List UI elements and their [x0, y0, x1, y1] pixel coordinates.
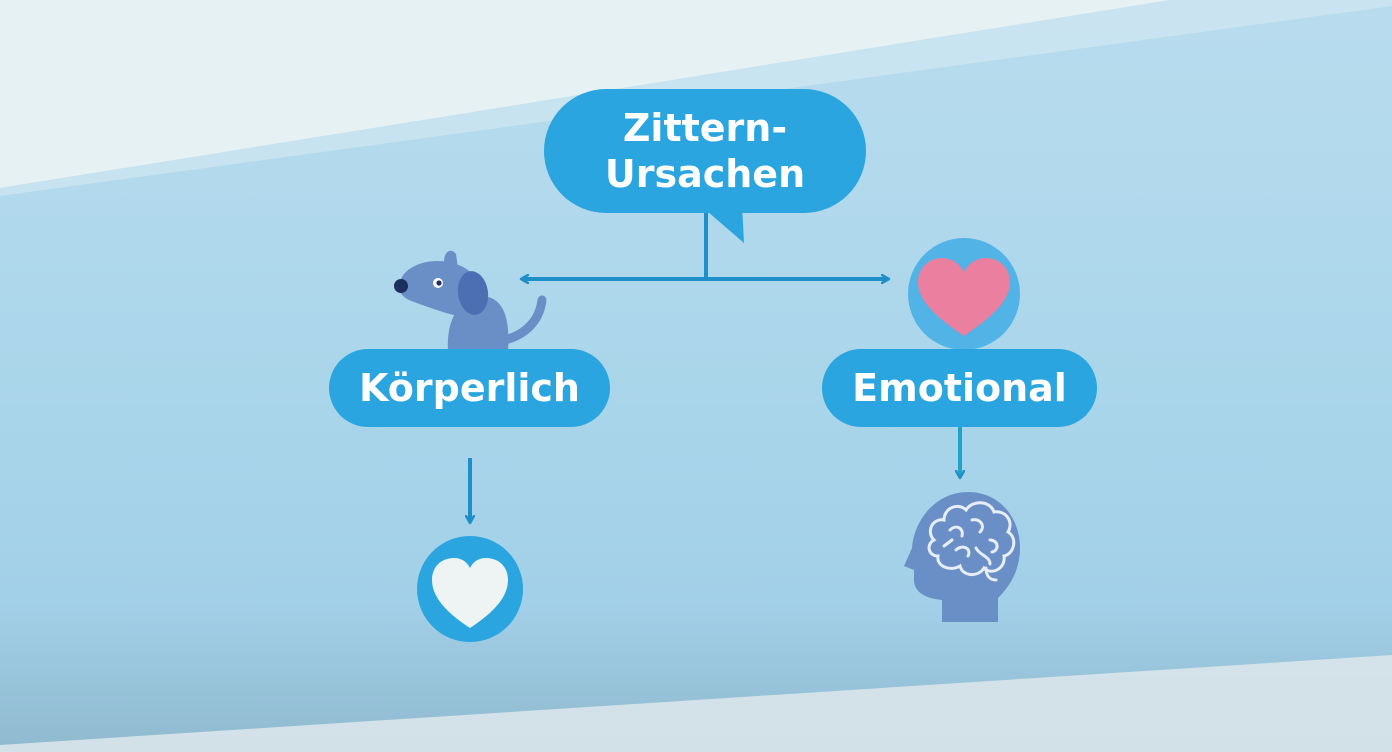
node-emotional-label: Emotional: [852, 366, 1067, 410]
node-physical: Körperlich: [329, 349, 610, 427]
title-line-2: Ursachen: [604, 152, 806, 196]
title-bubble: Zittern- Ursachen: [544, 89, 866, 213]
dog-icon: [394, 250, 547, 352]
heart-circle-icon: [417, 536, 523, 642]
node-emotional: Emotional: [822, 349, 1097, 427]
node-physical-label: Körperlich: [359, 366, 580, 410]
pink-heart-icon: [908, 238, 1020, 350]
speech-bubble-tail: [700, 205, 744, 243]
title-line-1: Zittern-: [622, 106, 788, 150]
bottom-light-band: [0, 655, 1392, 752]
head-brain-icon: [904, 492, 1020, 622]
